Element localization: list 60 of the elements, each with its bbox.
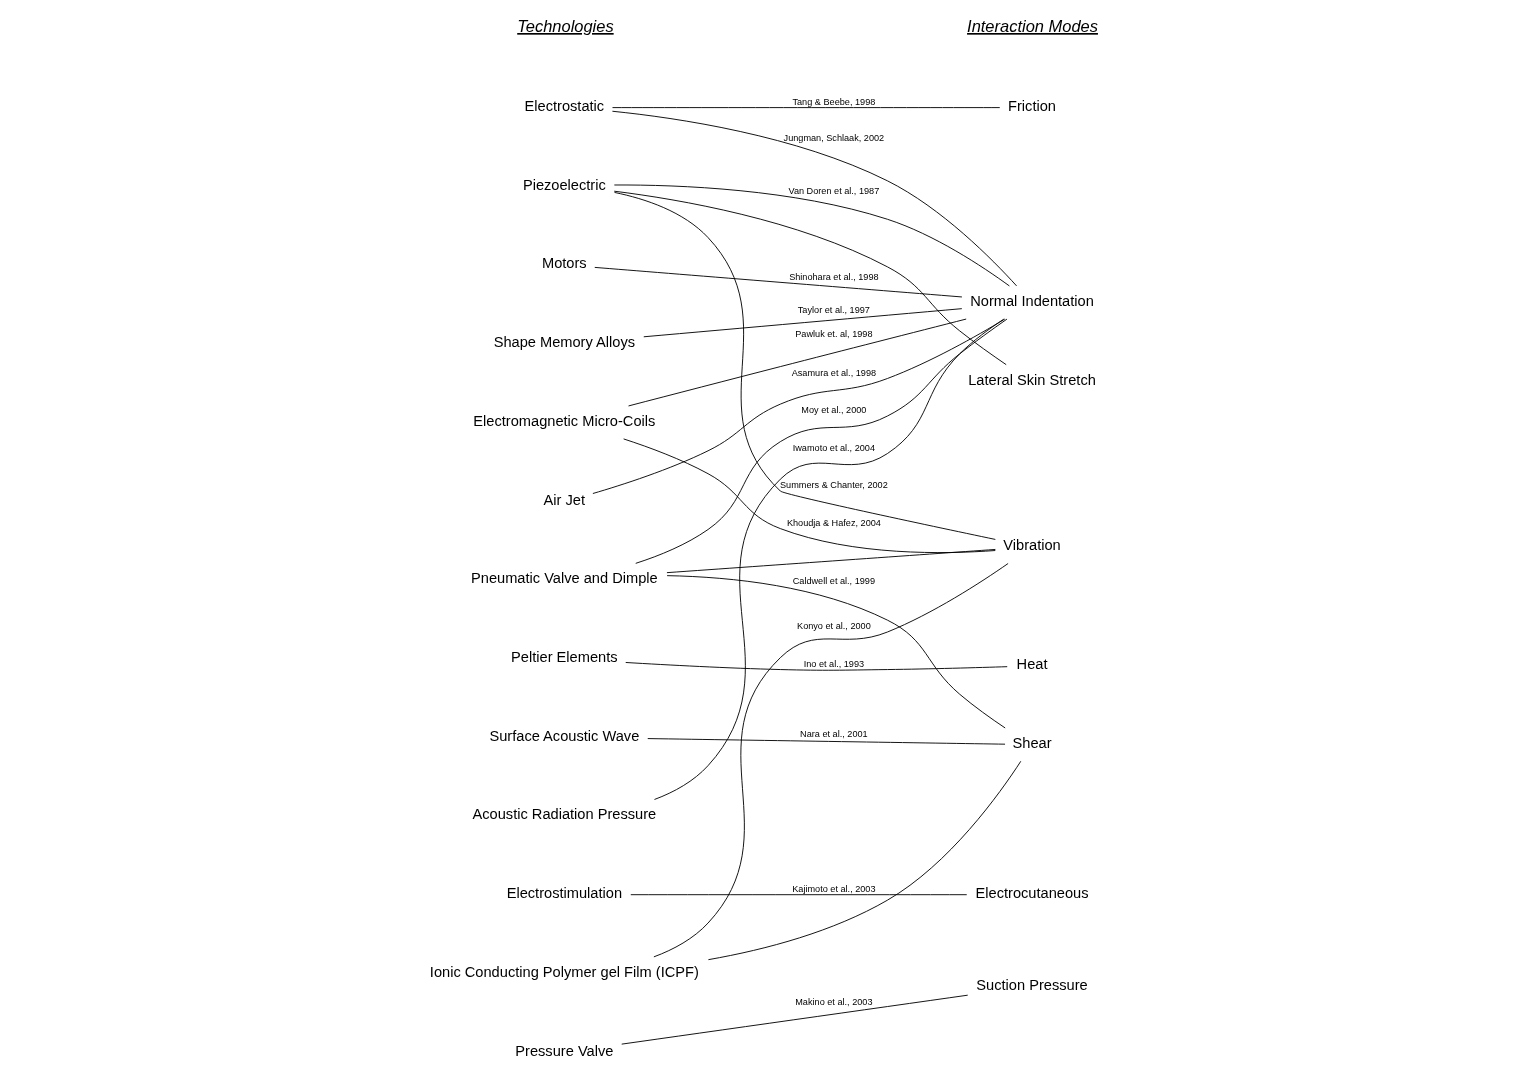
node-text: Lateral Skin Stretch (967, 371, 1096, 388)
node-text: Friction (1007, 98, 1056, 115)
connector (620, 994, 968, 1045)
edge-label: Kajimoto et al., 2003 (791, 883, 876, 894)
node-text: Ionic Conducting Polymer gel Film (ICPF) (429, 963, 699, 980)
node-text: Shape Memory Alloys (493, 334, 635, 351)
node-text: Electrostimulation (506, 885, 622, 902)
connector (622, 438, 996, 553)
node-text: Piezoelectric (522, 176, 606, 193)
connector (624, 662, 1008, 671)
edge-label: Moy et al., 2000 (800, 405, 866, 416)
connector (642, 308, 962, 338)
edge-label: Khoudja & Hafez, 2004 (786, 517, 881, 528)
node-text: Electrostatic (524, 98, 604, 115)
connector (611, 110, 1017, 287)
node-text: Air Jet (543, 491, 585, 508)
connector (646, 738, 1005, 745)
edge-label: Caldwell et al., 1999 (792, 576, 875, 587)
node-text: Shear (1012, 735, 1052, 752)
edge-label: Nara et al., 2001 (799, 729, 868, 740)
node-text: Pressure Valve (514, 1042, 613, 1059)
connector (613, 190, 1007, 366)
connector (653, 318, 1004, 800)
node-text: Electrocutaneous (975, 885, 1089, 902)
label: Technologies (516, 17, 614, 35)
node-text: Heat (1016, 656, 1047, 673)
node-text: Electromagnetic Micro-Coils (472, 412, 655, 429)
edge-label: Tang & Beebe, 1998 (791, 96, 875, 107)
node-text: Surface Acoustic Wave (488, 727, 639, 744)
node-text: Pneumatic Valve and Dimple (470, 570, 658, 587)
connector (591, 318, 1005, 494)
node-text: Motors (541, 255, 587, 272)
connector (611, 107, 1000, 109)
connector (665, 548, 996, 574)
node-text: Suction Pressure (975, 976, 1088, 993)
label: Interaction Modes (966, 17, 1098, 35)
edge-label: Van Doren et al., 1987 (787, 185, 879, 196)
connector (627, 318, 967, 407)
node-text: Peltier Elements (510, 649, 618, 666)
connector (629, 894, 967, 896)
edge-label: Makino et al., 2003 (794, 996, 873, 1007)
connector (707, 760, 1021, 961)
connector (613, 184, 1010, 287)
node-text: Vibration (1002, 537, 1061, 554)
edge-label: Summers & Chanter, 2002 (779, 480, 888, 491)
edge-label: Konyo et al., 2000 (796, 621, 871, 632)
connector (593, 266, 962, 298)
edge-label: Asamura et al., 1998 (791, 367, 876, 378)
edge-label: Ino et al., 1993 (803, 658, 864, 669)
edge-label: Jungman, Schlaak, 2002 (783, 132, 884, 143)
connector (652, 563, 1009, 958)
edge-label: Pawluk et. al, 1998 (794, 329, 873, 340)
connector (634, 318, 1007, 564)
edge-label: Iwamoto et al., 2004 (792, 442, 875, 453)
edge-label: Shinohara et al., 1998 (788, 271, 879, 282)
connector (666, 575, 1006, 729)
edge-label: Taylor et al., 1997 (797, 304, 870, 315)
connector (613, 191, 996, 540)
node-text: Normal Indentation (969, 293, 1094, 310)
node-text: Acoustic Radiation Pressure (471, 806, 656, 823)
